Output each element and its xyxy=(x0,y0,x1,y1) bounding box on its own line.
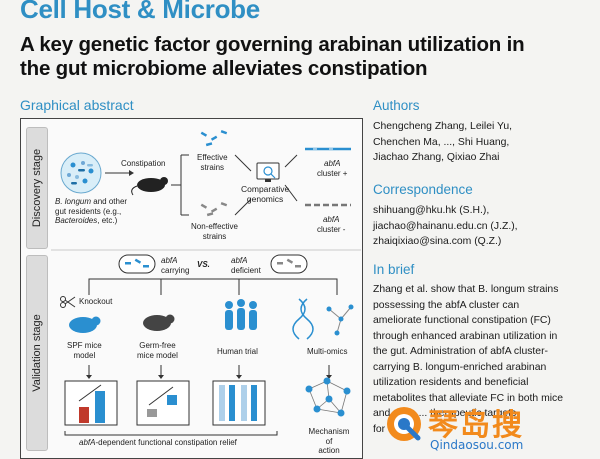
watermark-text-cn: 琴岛搜 xyxy=(428,408,524,443)
watermark: 琴岛搜 Qindaosou.com xyxy=(382,398,592,456)
inbrief-text: Zhang et al. show that B. longum strains… xyxy=(373,282,595,437)
title-line-1: A key genetic factor governing arabinan … xyxy=(20,33,525,56)
authors-heading: Authors xyxy=(373,98,420,113)
watermark-logo-icon xyxy=(387,407,421,441)
inbrief-line: the gut. Administration of abfA cluster- xyxy=(373,346,549,357)
inbrief-line: and ... as ... therapeutic targets xyxy=(373,408,517,419)
article-title: A key genetic factor governing arabinan … xyxy=(20,33,595,81)
watermark-url: Qindaosou.com xyxy=(430,438,524,452)
deficient-icon xyxy=(270,254,308,274)
journal-name: Cell Host & Microbe xyxy=(20,0,260,24)
inbrief-line: Zhang et al. show that B. longum strains xyxy=(373,284,559,295)
network-icon-small xyxy=(326,304,354,336)
spf-mouse-icon xyxy=(69,316,101,333)
inbrief-line: possessing the abfA cluster can xyxy=(373,299,520,311)
knockout-label: Knockout xyxy=(79,297,113,306)
author-line: Chengcheng Zhang, Leilei Yu, xyxy=(373,121,513,132)
email-link[interactable]: jiachao@hainanu.edu.cn (J.Z.), xyxy=(373,220,518,232)
bacteria-label: B. longum and other gut residents (e.g.,… xyxy=(55,197,128,225)
email-link[interactable]: zhaiqixiao@sina.com (Q.Z.) xyxy=(373,236,502,247)
authors-list: Chengcheng Zhang, Leilei Yu, Chenchen Ma… xyxy=(373,119,512,166)
inbrief-line: metabolites that alleviate FC in both mi… xyxy=(373,392,564,404)
germfree-result-chart xyxy=(136,380,190,426)
graphical-abstract: Discovery stage Validation stage xyxy=(20,118,363,459)
inbrief-line: carrying B. longum-enriched arabinan xyxy=(373,361,547,373)
constipation-label: Constipation xyxy=(121,159,166,168)
graphical-abstract-heading: Graphical abstract xyxy=(20,97,134,113)
inbrief-line: for ... xyxy=(373,423,397,435)
correspondence-list: shihuang@hku.hk (S.H.), jiachao@hainanu.… xyxy=(373,203,518,250)
abstract-diagram xyxy=(51,130,361,436)
human-trial-label: Human trial xyxy=(217,347,258,356)
noneffective-strains-icon xyxy=(200,202,228,217)
human-result-chart xyxy=(212,380,266,426)
correspondence-heading: Correspondence xyxy=(373,182,473,197)
validation-stage-bar: Validation stage xyxy=(26,255,48,451)
human-icon xyxy=(225,299,257,330)
germfree-mouse-icon xyxy=(143,314,175,331)
multiomics-label: Multi-omics xyxy=(307,347,348,356)
vs-label: VS. xyxy=(197,260,210,269)
inbrief-heading: In brief xyxy=(373,262,415,277)
inbrief-line: through enhanced arabinan utilization in xyxy=(373,330,558,342)
spf-result-chart xyxy=(64,380,118,426)
bacteria-dish-icon xyxy=(60,152,102,194)
bottom-caption: abfA-dependent functional constipation r… xyxy=(79,438,237,447)
inbrief-line: utilization residents and beneficial xyxy=(373,377,529,388)
effective-strains-icon xyxy=(200,130,228,147)
mouse-icon xyxy=(131,177,168,196)
computer-icon xyxy=(256,162,280,182)
author-line: Jiachao Zhang, Qixiao Zhai xyxy=(373,152,500,163)
scissor-icon xyxy=(60,296,76,308)
carrying-icon xyxy=(118,254,156,274)
dna-icon xyxy=(292,298,314,340)
inbrief-line: ameliorate functional constipation (FC) xyxy=(373,315,551,326)
mechanism-network-icon xyxy=(305,377,351,417)
email-link[interactable]: shihuang@hku.hk (S.H.), xyxy=(373,205,490,216)
title-line-2: the gut microbiome alleviates constipati… xyxy=(20,57,428,80)
author-line: Chenchen Ma, ..., Shi Huang, xyxy=(373,136,510,148)
discovery-stage-bar: Discovery stage xyxy=(26,127,48,249)
